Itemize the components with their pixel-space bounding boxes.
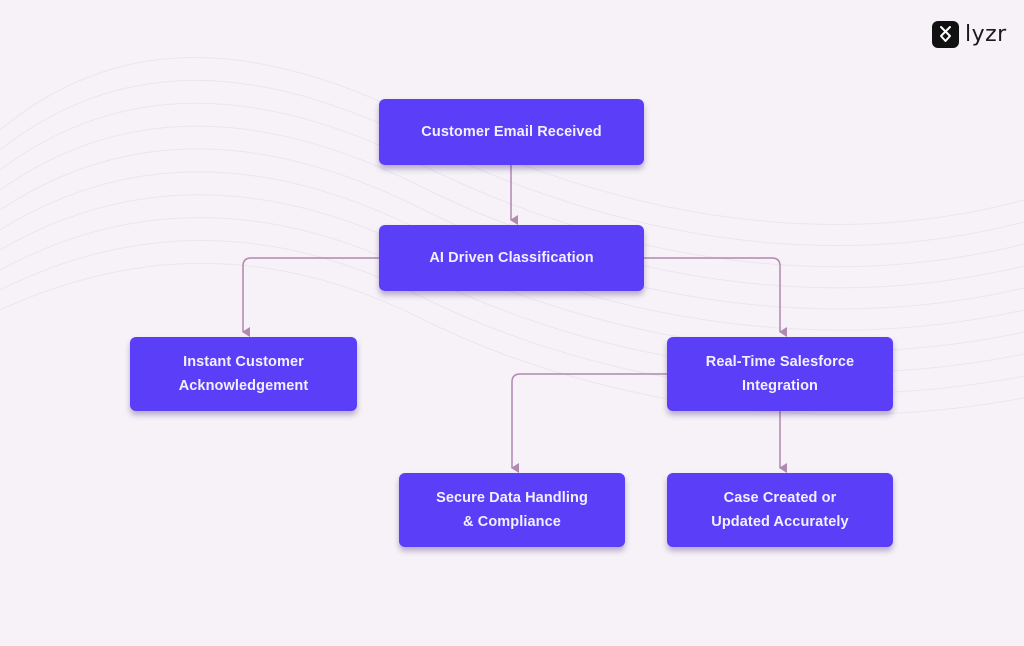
node-customer-email-received: Customer Email Received <box>379 99 644 165</box>
node-instant-customer-acknowledgement: Instant Customer Acknowledgement <box>130 337 357 411</box>
node-case-created-or-updated: Case Created or Updated Accurately <box>667 473 893 547</box>
logo-text: lyzr <box>965 21 1007 47</box>
node-secure-data-handling: Secure Data Handling & Compliance <box>399 473 625 547</box>
edge-n2-n4 <box>644 257 787 337</box>
lyzr-logo-icon <box>932 21 959 48</box>
edge-n2-n3 <box>242 257 379 337</box>
node-label-line: Updated Accurately <box>711 514 849 530</box>
node-real-time-salesforce-integration: Real-Time Salesforce Integration <box>667 337 893 411</box>
edge-n4-n5 <box>511 373 667 473</box>
node-ai-driven-classification: AI Driven Classification <box>379 225 644 291</box>
node-label-line: AI Driven Classification <box>429 250 594 266</box>
lyzr-logo: lyzr <box>932 21 1007 48</box>
node-label-line: Case Created or <box>723 490 837 506</box>
node-label-line: Secure Data Handling <box>436 490 588 506</box>
node-label-line: & Compliance <box>463 514 561 530</box>
node-label-line: Integration <box>741 378 818 394</box>
node-label-line: Acknowledgement <box>178 378 309 394</box>
node-label-line: Customer Email Received <box>421 124 602 140</box>
node-label-line: Instant Customer <box>183 354 304 370</box>
node-label-line: Real-Time Salesforce <box>705 354 855 370</box>
